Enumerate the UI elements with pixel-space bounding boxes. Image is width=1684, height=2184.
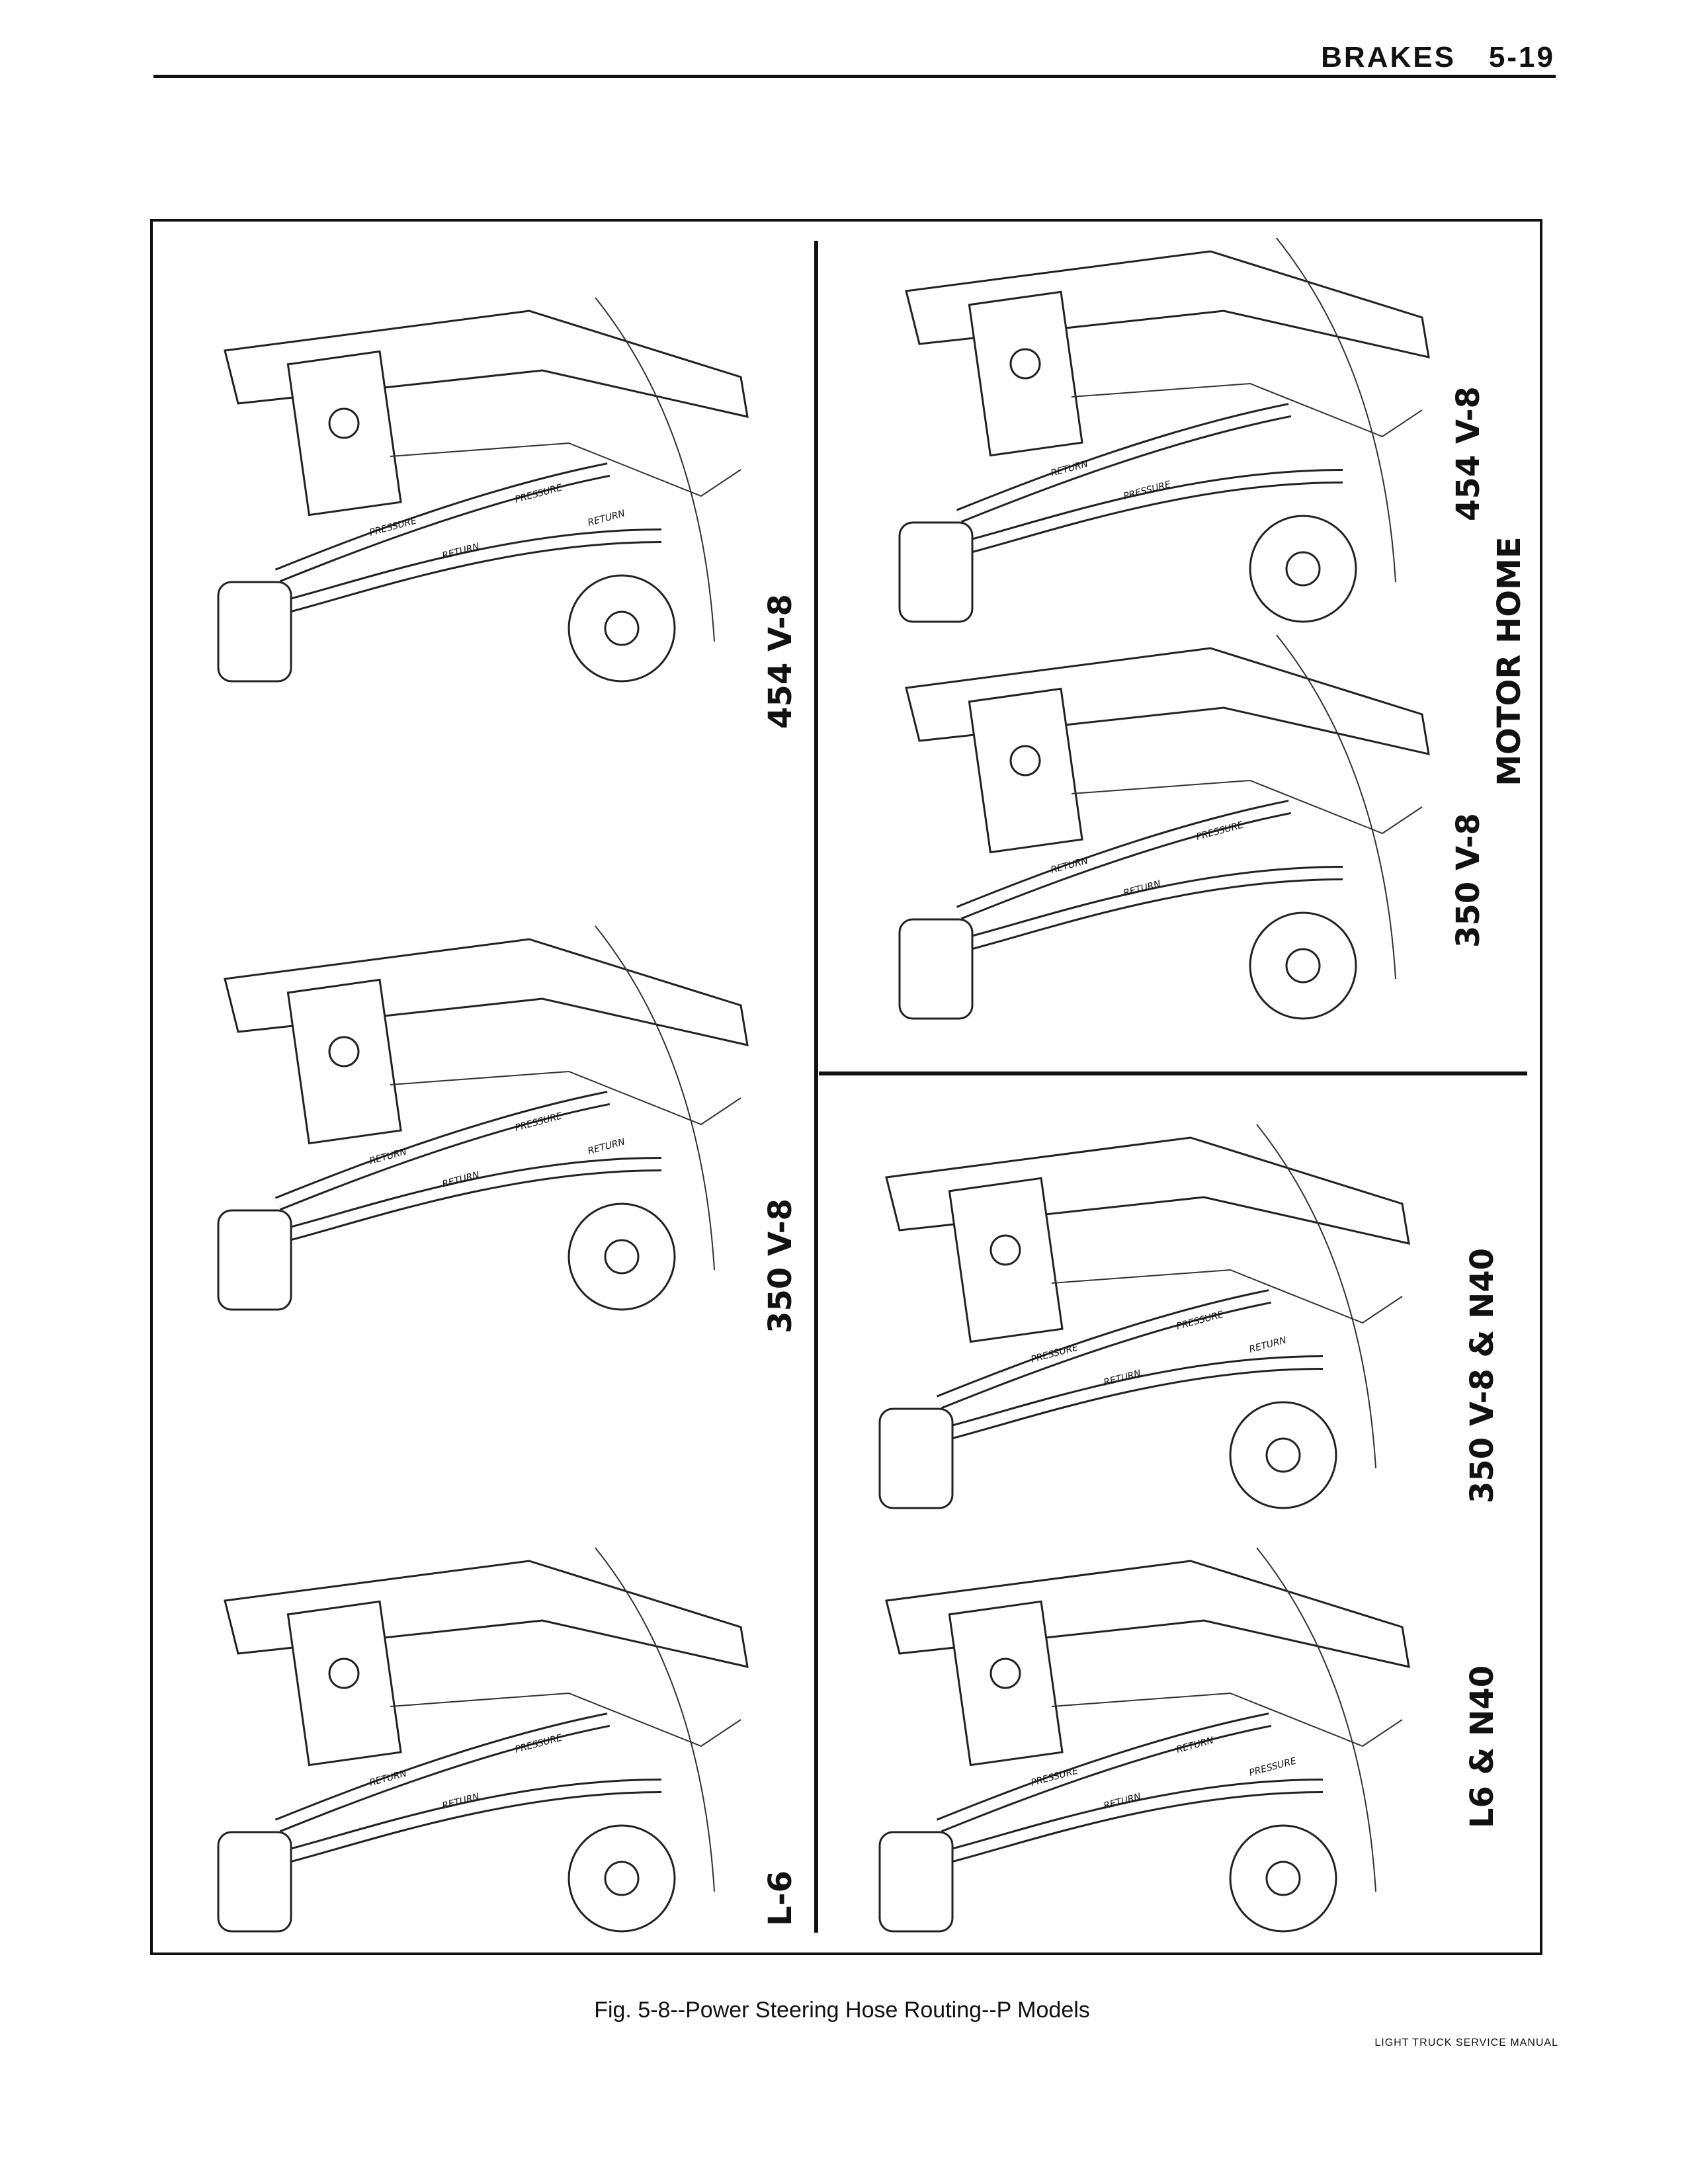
section-title: BRAKES (1321, 41, 1456, 73)
steel-line (390, 1070, 741, 1126)
frame-rail (224, 310, 749, 418)
steel-line (1071, 382, 1423, 438)
fender-line (1256, 1547, 1376, 1892)
fender-line (1276, 634, 1396, 980)
gear-housing (898, 918, 974, 1020)
hose-label-return: RETURN (587, 1136, 626, 1156)
figure-caption: Fig. 5-8--Power Steering Hose Routing--P… (594, 1997, 1090, 2023)
page-number: 5-19 (1488, 41, 1555, 73)
steel-line (390, 1692, 741, 1747)
header-rule (153, 75, 1556, 78)
steel-line (390, 442, 741, 497)
steel-line (1051, 1692, 1403, 1747)
gear-shaft (1009, 745, 1041, 777)
pump-hub (604, 610, 640, 646)
figure-frame (150, 219, 1542, 1955)
engine-label: 350 V-8 (1450, 813, 1487, 948)
fender-line (1276, 237, 1396, 583)
pump-hub (604, 1239, 640, 1275)
frame-rail (224, 938, 749, 1046)
hose-label-pressure: PRESSURE (1248, 1755, 1298, 1778)
gear-shaft (328, 407, 360, 439)
running-header: BRAKES 5-19 (1321, 41, 1555, 74)
pump-hub (1285, 551, 1321, 587)
frame-rail (905, 647, 1430, 755)
frame-rail (885, 1560, 1410, 1668)
hose-label-return: RETURN (1248, 1335, 1288, 1355)
steel-line (1051, 1269, 1403, 1324)
gear-housing (878, 1831, 954, 1933)
pump-hub (1265, 1861, 1301, 1896)
engine-label: L6 & N40 (1464, 1665, 1501, 1828)
fender-line (1256, 1124, 1376, 1469)
engine-label: 454 V-8 (762, 594, 799, 729)
gear-housing (898, 521, 974, 623)
gear-housing (878, 1407, 954, 1509)
frame-rail (905, 250, 1430, 358)
gear-housing (217, 581, 292, 683)
frame-rail (224, 1560, 749, 1668)
gear-shaft (989, 1234, 1021, 1266)
engine-label: 350 V-8 & N40 (1464, 1248, 1501, 1503)
steel-line (1071, 779, 1423, 835)
gear-housing (217, 1831, 292, 1933)
pump-hub (1285, 948, 1321, 984)
engine-label: L-6 (762, 1870, 799, 1926)
hose-label-return: RETURN (587, 508, 626, 528)
motor-home-label: MOTOR HOME (1491, 536, 1528, 786)
frame-rail (885, 1136, 1410, 1245)
gear-shaft (1009, 348, 1041, 380)
footer-text: LIGHT TRUCK SERVICE MANUAL (1374, 2037, 1558, 2048)
pump-hub (1265, 1437, 1301, 1473)
fender-line (595, 925, 715, 1271)
engine-label: 454 V-8 (1450, 386, 1487, 521)
pump-hub (604, 1861, 640, 1896)
gear-shaft (328, 1036, 360, 1068)
fender-line (595, 1547, 715, 1892)
engine-label: 350 V-8 (762, 1198, 799, 1333)
gear-housing (217, 1209, 292, 1311)
gear-shaft (989, 1658, 1021, 1689)
fender-line (595, 297, 715, 642)
gear-shaft (328, 1658, 360, 1689)
